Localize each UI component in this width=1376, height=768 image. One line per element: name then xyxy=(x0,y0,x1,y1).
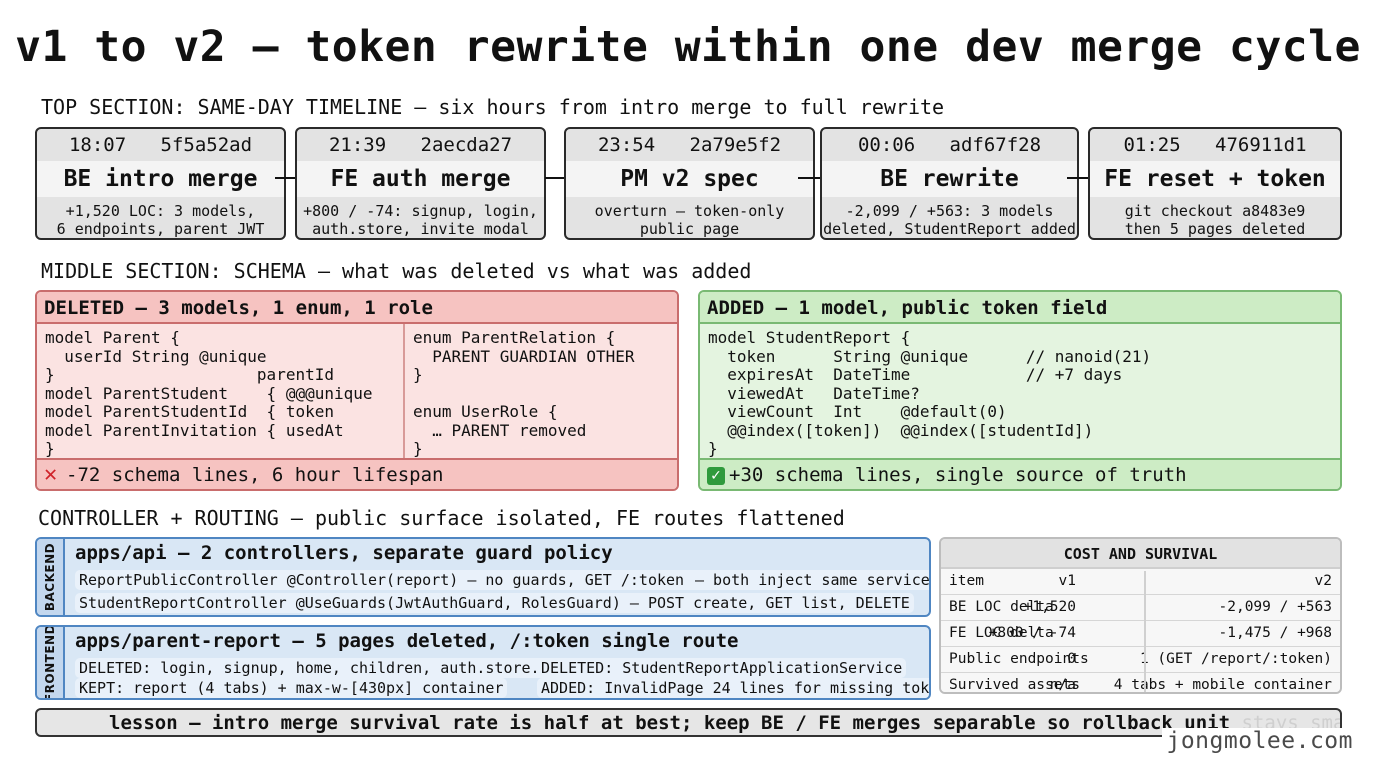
event-detail: git checkout a8483e9 then 5 pages delete… xyxy=(1124,202,1306,238)
table-cell: 1 (GET /report/:token) xyxy=(1139,651,1332,667)
event-time: 23:54 xyxy=(597,134,656,156)
added-footer-text: +30 schema lines, single source of truth xyxy=(729,464,1187,486)
page-title: v1 to v2 — token rewrite within one dev … xyxy=(15,22,1361,72)
table-cell: -2,099 / +563 xyxy=(1218,599,1333,615)
deleted-footer-text: -72 schema lines, 6 hour lifespan xyxy=(66,464,444,486)
timeline-event-4: 00:06 adf67f28 BE rewrite -2,099 / +563:… xyxy=(820,127,1079,240)
event-hash: adf67f28 xyxy=(949,134,1042,156)
backend-side-label: BACKEND xyxy=(37,539,65,615)
header-v1: v1 xyxy=(1058,573,1076,589)
added-panel: ADDED — 1 model, public token field mode… xyxy=(698,290,1342,491)
frontend-kept-pages: KEPT: report (4 tabs) + max-w-[430px] co… xyxy=(75,678,508,698)
check-mark-icon: ✓ xyxy=(707,467,725,485)
event-time-hash: 00:06 adf67f28 xyxy=(822,129,1077,161)
frontend-added-page: ADDED: InvalidPage 24 lines for missing … xyxy=(537,678,929,698)
frontend-deleted-service: DELETED: StudentReportApplicationService xyxy=(537,658,907,678)
timeline-event-1: 18:07 5f5a52ad BE intro merge +1,520 LOC… xyxy=(35,127,286,240)
table-cell: +800 / -74 xyxy=(988,625,1076,641)
table-cell: FE LOC delta xyxy=(949,625,1054,641)
deleted-panel: DELETED — 3 models, 1 enum, 1 role model… xyxy=(35,290,679,491)
watermark: jongmolee.com xyxy=(1162,728,1357,754)
backend-panel: BACKEND apps/api — 2 controllers, separa… xyxy=(35,537,931,617)
table-cell: 4 tabs + mobile container xyxy=(1113,677,1332,693)
event-detail: +800 / -74: signup, login, auth.store, i… xyxy=(303,202,538,238)
event-time-hash: 18:07 5f5a52ad xyxy=(37,129,284,161)
header-item: item xyxy=(949,573,984,589)
timeline-event-3: 23:54 2a79e5f2 PM v2 spec overturn — tok… xyxy=(564,127,815,240)
deleted-enums-code: enum ParentRelation { PARENT GUARDIAN OT… xyxy=(413,328,635,458)
event-time-hash: 01:25 476911d1 xyxy=(1090,129,1340,161)
event-label: BE intro merge xyxy=(37,161,284,197)
added-panel-footer: ✓+30 schema lines, single source of trut… xyxy=(700,458,1340,489)
deleted-panel-title: DELETED — 3 models, 1 enum, 1 role xyxy=(37,292,677,324)
backend-guarded-controller: StudentReportController @UseGuards(JwtAu… xyxy=(75,593,914,613)
controller-heading: CONTROLLER + ROUTING — public surface is… xyxy=(38,506,845,530)
deleted-panel-footer: ✕ -72 schema lines, 6 hour lifespan xyxy=(37,458,677,489)
table-row: Survived assets n/a 4 tabs + mobile cont… xyxy=(941,673,1340,693)
timeline-event-5: 01:25 476911d1 FE reset + token git chec… xyxy=(1088,127,1342,240)
table-cell: Survived assets xyxy=(949,677,1080,693)
frontend-deleted-pages: DELETED: login, signup, home, children, … xyxy=(75,658,562,678)
table-cell: 0 xyxy=(1067,651,1076,667)
table-cell: Public endpoints xyxy=(949,651,1089,667)
event-label: FE reset + token xyxy=(1090,161,1340,197)
timeline-heading: TOP SECTION: SAME-DAY TIMELINE — six hou… xyxy=(41,95,945,119)
table-row: Public endpoints 0 1 (GET /report/:token… xyxy=(941,647,1340,673)
event-label: BE rewrite xyxy=(822,161,1077,197)
frontend-side-label: FRONTEND xyxy=(37,627,65,698)
header-v2: v2 xyxy=(1314,573,1332,589)
event-detail: overturn — token-only public page xyxy=(594,202,785,238)
event-detail: -2,099 / +563: 3 models deleted, Student… xyxy=(823,202,1076,238)
event-time: 01:25 xyxy=(1123,134,1181,156)
frontend-label-text: FRONTEND xyxy=(43,625,57,700)
divider xyxy=(403,324,405,460)
event-label: PM v2 spec xyxy=(566,161,813,197)
event-label: FE auth merge xyxy=(297,161,544,197)
table-title: COST AND SURVIVAL xyxy=(941,539,1340,569)
event-time: 18:07 xyxy=(68,134,127,156)
event-hash: 2a79e5f2 xyxy=(689,134,782,156)
event-hash: 5f5a52ad xyxy=(160,134,253,156)
added-model-code: model StudentReport { token String @uniq… xyxy=(708,328,1152,458)
table-cell: BE LOC delta xyxy=(949,599,1054,615)
deleted-models-code: model Parent { userId String @unique } p… xyxy=(45,328,373,458)
frontend-title: apps/parent-report — 5 pages deleted, /:… xyxy=(75,630,739,652)
lesson-banner: lesson — intro merge survival rate is ha… xyxy=(35,708,1342,737)
event-time-hash: 23:54 2a79e5f2 xyxy=(566,129,813,161)
frontend-panel: FRONTEND apps/parent-report — 5 pages de… xyxy=(35,625,931,700)
added-panel-title: ADDED — 1 model, public token field xyxy=(700,292,1340,324)
event-detail: +1,520 LOC: 3 models, 6 endpoints, paren… xyxy=(56,202,265,238)
table-divider xyxy=(1144,571,1146,692)
table-cell: -1,475 / +968 xyxy=(1218,625,1333,641)
table-cell: +1,520 xyxy=(1023,599,1076,615)
backend-title: apps/api — 2 controllers, separate guard… xyxy=(75,542,613,564)
backend-label-text: BACKEND xyxy=(43,542,57,612)
table-header-row: item v1 v2 xyxy=(941,569,1340,595)
event-time-hash: 21:39 2aecda27 xyxy=(297,129,544,161)
cost-survival-table: COST AND SURVIVAL item v1 v2 BE LOC delt… xyxy=(939,537,1342,694)
backend-service-note: — both inject same service xyxy=(691,570,929,590)
table-cell: n/a xyxy=(1049,677,1076,693)
event-hash: 476911d1 xyxy=(1215,134,1307,156)
lesson-text: lesson — intro merge survival rate is ha… xyxy=(109,712,1231,734)
table-row: BE LOC delta +1,520 -2,099 / +563 xyxy=(941,595,1340,621)
event-time: 00:06 xyxy=(857,134,916,156)
backend-public-controller: ReportPublicController @Controller(repor… xyxy=(75,570,734,590)
table-row: FE LOC delta +800 / -74 -1,475 / +968 xyxy=(941,621,1340,647)
schema-heading: MIDDLE SECTION: SCHEMA — what was delete… xyxy=(41,259,752,283)
event-hash: 2aecda27 xyxy=(420,134,513,156)
timeline-event-2: 21:39 2aecda27 FE auth merge +800 / -74:… xyxy=(295,127,546,240)
event-time: 21:39 xyxy=(328,134,387,156)
x-mark-icon: ✕ xyxy=(44,462,58,487)
